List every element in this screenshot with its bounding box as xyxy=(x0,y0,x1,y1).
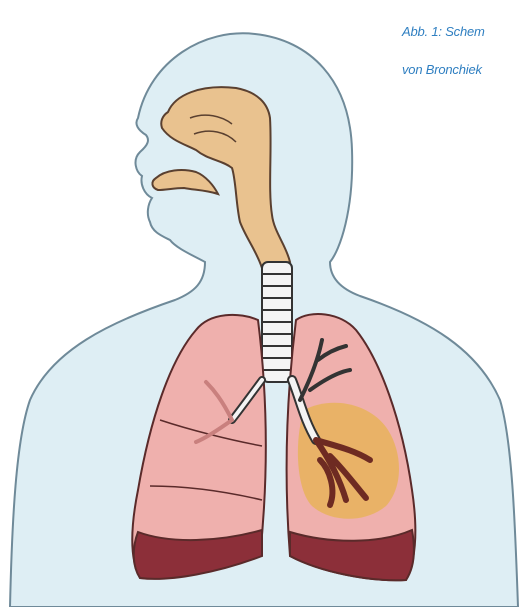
figure-caption-line2: von Bronchiek xyxy=(402,62,482,77)
figure-caption-line1: Abb. 1: Schem xyxy=(402,24,485,39)
